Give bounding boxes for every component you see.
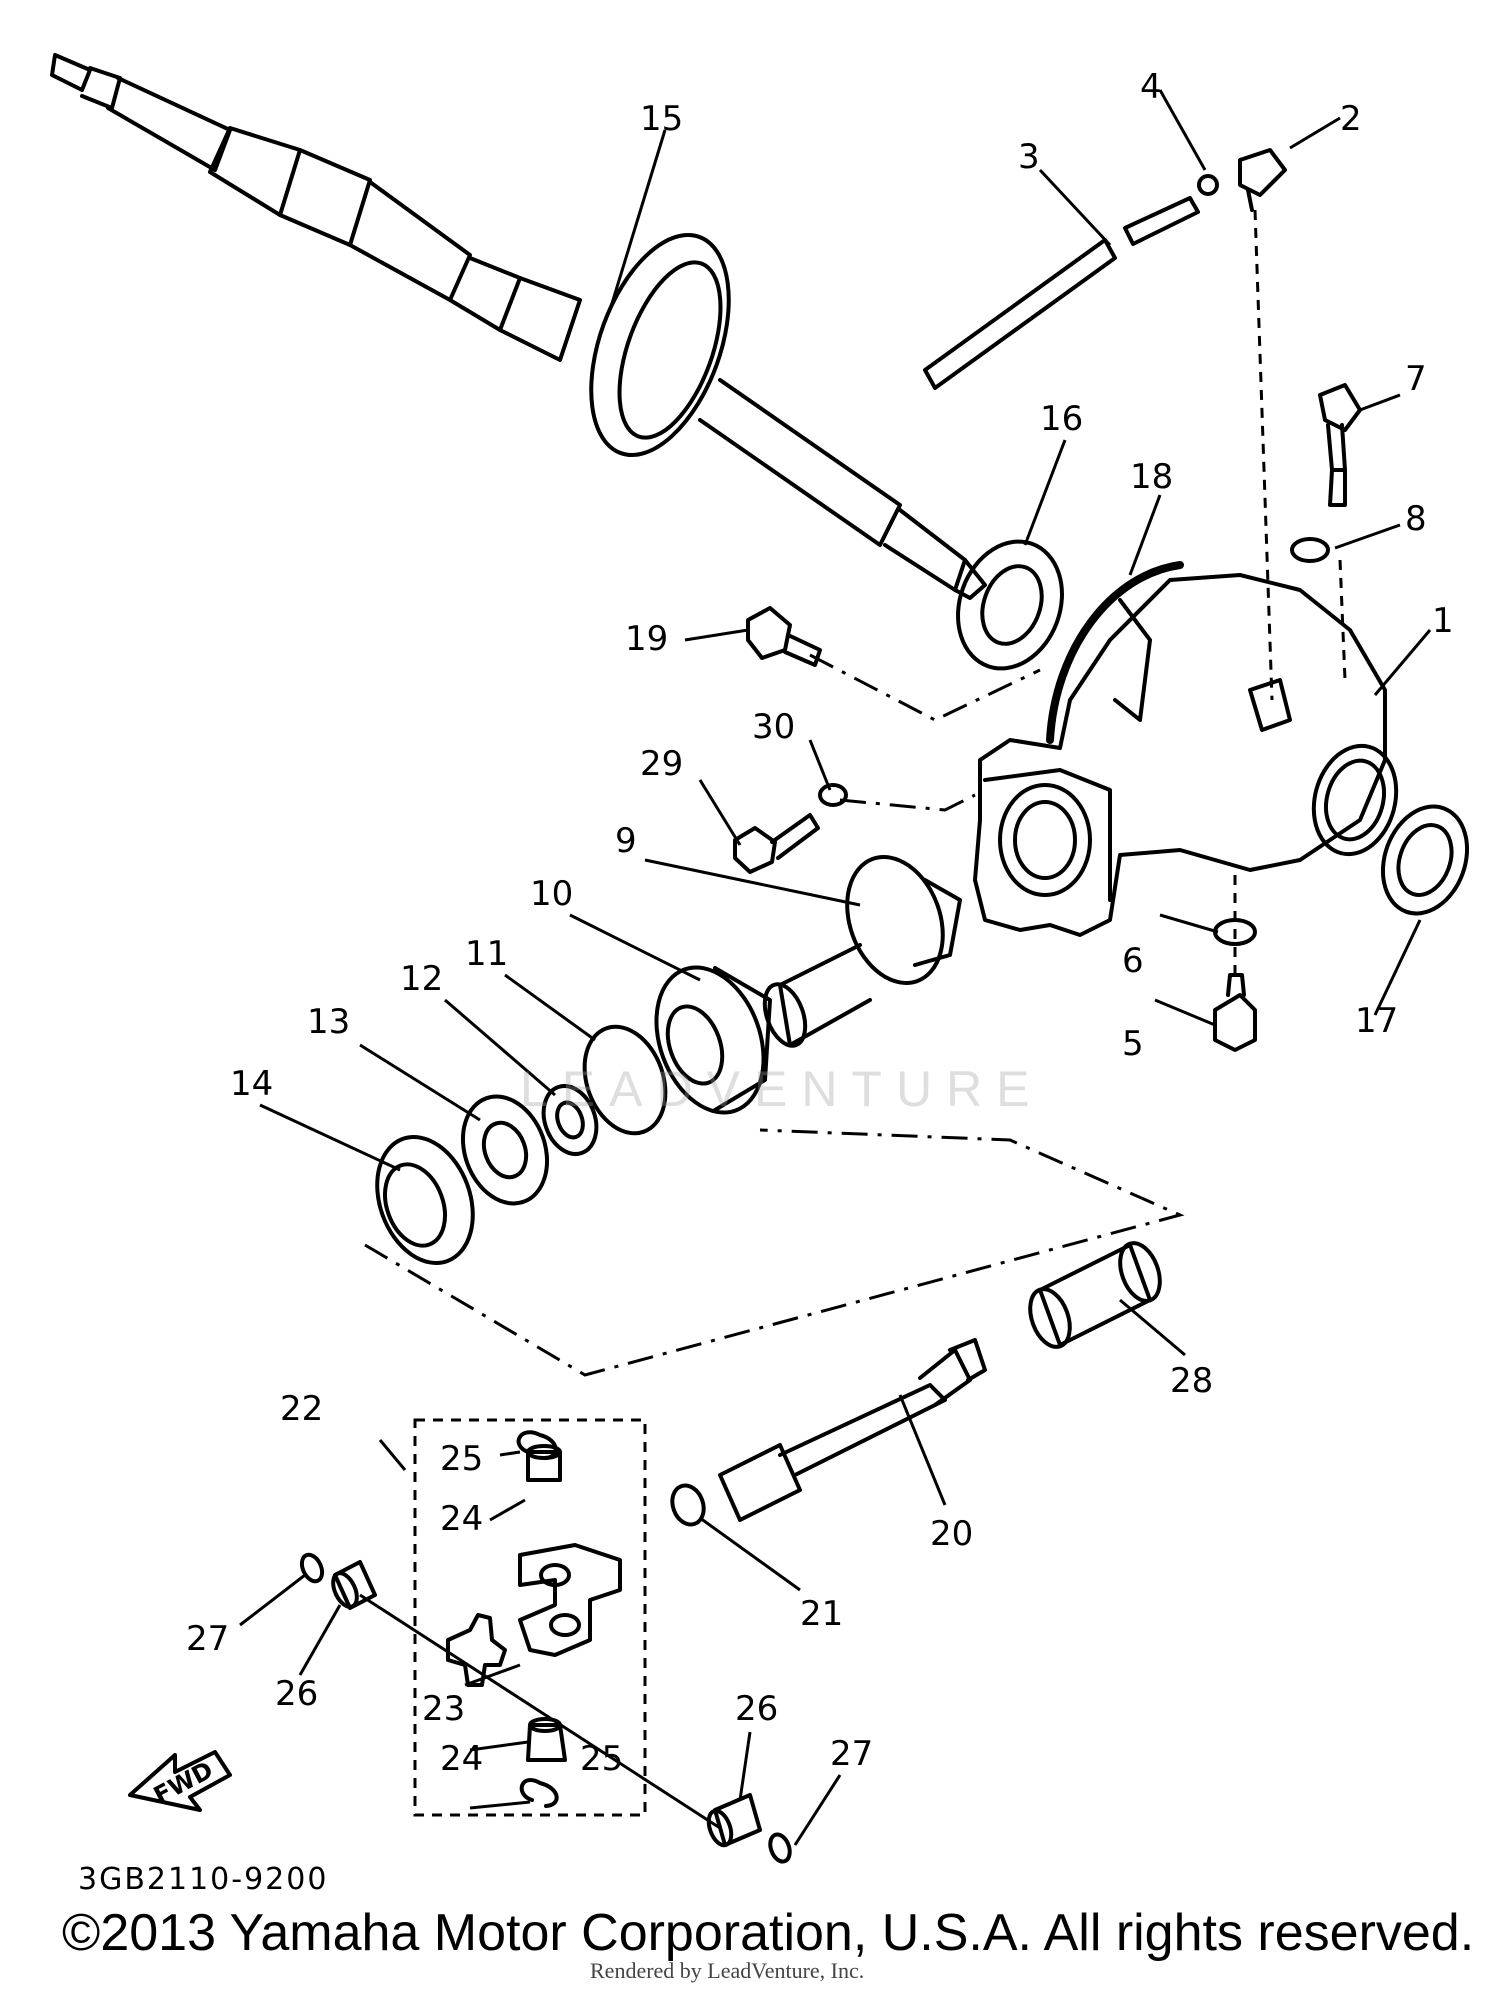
callout-16: 16 [1040,399,1083,439]
callout-26-left: 26 [275,1674,318,1714]
callout-17: 17 [1355,1001,1398,1041]
collar-part-12 [541,1084,599,1156]
callout-7: 7 [1405,359,1427,399]
bolt-part-19 [746,606,822,667]
callout-24-upper: 24 [440,1499,483,1539]
o-ring-part-8 [1290,537,1330,563]
ring-nut-part-14 [375,1135,475,1265]
callout-4: 4 [1140,67,1162,107]
callout-10: 10 [530,874,573,914]
callout-12: 12 [400,959,443,999]
circlip-part-25-upper [516,1430,558,1460]
callout-9: 9 [615,821,637,861]
fwd-arrow-icon [128,1750,232,1812]
callout-24-lower: 24 [440,1739,483,1779]
callout-25-upper: 25 [440,1439,483,1479]
yoke-part-22 [518,1543,622,1657]
callout-25-lower: 25 [580,1739,623,1779]
assembly-outline-upper [809,653,1041,722]
axis-line-filler [1338,559,1347,681]
callout-20: 20 [930,1514,973,1554]
axle-shaft-part-15 [50,53,987,600]
callout-19: 19 [625,619,668,659]
callout-6: 6 [1122,941,1144,981]
bearing-part-13 [460,1094,550,1206]
bearing-cap-part-26-left [331,1560,377,1610]
callout-3: 3 [1018,137,1040,177]
axis-line-breather [1253,209,1274,701]
callout-18: 18 [1130,457,1173,497]
callout-26-right: 26 [735,1689,778,1729]
circlip-part-25-lower [519,1778,559,1808]
callout-1: 1 [1432,601,1454,641]
bearing-part-10 [654,965,772,1115]
washer-part-21 [670,1483,706,1527]
u-joint-centerline [359,1593,721,1830]
diagram-code: 3GB2110-9200 [78,1862,329,1897]
filler-plug-part-7 [1318,383,1362,507]
assembly-outline-lower [364,1128,1185,1377]
oil-seal-part-16 [956,539,1064,671]
watermark: LEADVENTURE [520,1061,1044,1117]
callout-8: 8 [1405,499,1427,539]
breather-hose-part-3 [923,196,1200,390]
callout-15: 15 [640,99,683,139]
drive-shaft-part-20 [718,1338,987,1522]
gasket-part-18 [1046,561,1184,744]
callout-23: 23 [422,1689,465,1729]
callout-30: 30 [752,707,795,747]
breather-joint-part-2 [1197,148,1287,212]
assembly-outline-bolt [839,793,976,812]
drain-plug-part-5 [1213,973,1257,1052]
circlip-part-27-left [299,1552,325,1584]
washer-part-30 [818,783,848,807]
bolt-part-29 [733,813,820,874]
callout-27-left: 27 [186,1619,229,1659]
leader-lines [239,89,1432,1846]
o-ring-part-11 [582,1024,668,1136]
fwd-label: FWD [149,1756,218,1810]
render-credit: Rendered by LeadVenture, Inc. [590,1958,865,1983]
callout-labels: 1 2 3 4 5 6 7 8 9 10 11 12 13 14 15 16 1… [149,67,1454,1810]
oil-seal-part-17 [1380,804,1470,916]
callout-29: 29 [640,744,683,784]
cross-spider-part-23 [446,1613,507,1687]
callout-27-right: 27 [830,1734,873,1774]
callout-21: 21 [800,1594,843,1634]
callout-13: 13 [307,1002,350,1042]
pinion-gear-part-9 [762,855,962,1048]
callout-11: 11 [465,934,508,974]
bearing-cap-part-26-right [706,1793,762,1848]
callout-5: 5 [1122,1024,1144,1064]
callout-22: 22 [280,1389,323,1429]
gear-case-part-1 [973,573,1399,937]
callout-28: 28 [1170,1361,1213,1401]
callout-14: 14 [230,1064,273,1104]
universal-joint-kit-box-part-22 [413,1418,647,1817]
callout-2: 2 [1340,99,1362,139]
coupling-sleeve-part-28 [1028,1241,1162,1349]
circlip-part-27-right [768,1832,792,1864]
copyright-notice: ©2013 Yamaha Motor Corporation, U.S.A. A… [62,1904,1475,1962]
